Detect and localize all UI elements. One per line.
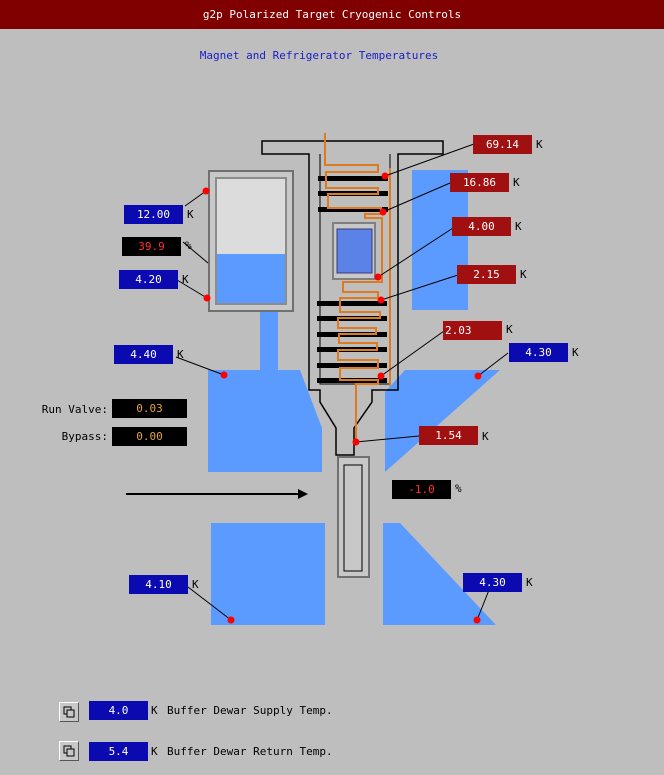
unit-k: K <box>506 323 513 336</box>
temp-readout-4-30-bottom: 4.30 <box>463 573 522 592</box>
unit-k: K <box>151 704 158 717</box>
buffer-return-label: Buffer Dewar Return Temp. <box>167 745 333 758</box>
magnet-lower-left <box>211 523 325 625</box>
bypass-readout: 0.00 <box>112 427 187 446</box>
refrigerator-pipe <box>324 133 383 442</box>
magnet-lower-right <box>383 523 496 625</box>
page-subtitle: Magnet and Refrigerator Temperatures <box>199 49 439 62</box>
still-level-readout: -1.0 <box>392 480 451 499</box>
still-inner <box>343 464 363 572</box>
temp-readout-4-30-top: 4.30 <box>509 343 568 362</box>
unit-k: K <box>526 576 533 589</box>
magnet-upper-left <box>208 370 322 472</box>
dewar-liquid-level <box>217 254 285 303</box>
magnet-upper-right <box>412 170 468 310</box>
unit-k: K <box>513 176 520 189</box>
unit-k: K <box>192 578 199 591</box>
buffer-supply-readout: 4.0 <box>89 701 148 720</box>
unit-k: K <box>515 220 522 233</box>
temp-readout-4-20: 4.20 <box>119 270 178 289</box>
unit-percent: % <box>185 239 192 252</box>
sensor-leaders <box>175 143 509 621</box>
temp-readout-2-03: 2.03 <box>443 321 502 340</box>
unit-k: K <box>520 268 527 281</box>
cryostat-body <box>261 140 444 456</box>
temp-readout-4-40: 4.40 <box>114 345 173 364</box>
temp-readout-12: 12.00 <box>124 205 183 224</box>
unit-k: K <box>187 208 194 221</box>
temp-readout-2-15: 2.15 <box>457 265 516 284</box>
temp-readout-69: 69.14 <box>473 135 532 154</box>
unit-k: K <box>182 273 189 286</box>
run-valve-label: Run Valve: <box>41 403 108 416</box>
window-open-icon[interactable] <box>59 702 79 722</box>
magnet-middle-right <box>385 370 500 472</box>
temp-readout-1-54: 1.54 <box>419 426 478 445</box>
window-open-icon[interactable] <box>59 741 79 761</box>
temp-readout-4-00: 4.00 <box>452 217 511 236</box>
window-title: g2p Polarized Target Cryogenic Controls <box>0 0 664 29</box>
run-valve-readout: 0.03 <box>112 399 187 418</box>
separator-inner <box>336 228 373 274</box>
temp-readout-16: 16.86 <box>450 173 509 192</box>
unit-k: K <box>151 745 158 758</box>
helium-level-readout: 39.9 <box>122 237 181 256</box>
unit-percent: % <box>455 482 462 495</box>
unit-k: K <box>177 348 184 361</box>
unit-k: K <box>572 346 579 359</box>
unit-k: K <box>536 138 543 151</box>
bypass-label: Bypass: <box>61 430 108 443</box>
buffer-return-readout: 5.4 <box>89 742 148 761</box>
sensor-dots <box>202 172 482 624</box>
buffer-supply-label: Buffer Dewar Supply Temp. <box>167 704 333 717</box>
dewar-neck <box>260 312 278 370</box>
unit-k: K <box>482 430 489 443</box>
temp-readout-4-10: 4.10 <box>129 575 188 594</box>
